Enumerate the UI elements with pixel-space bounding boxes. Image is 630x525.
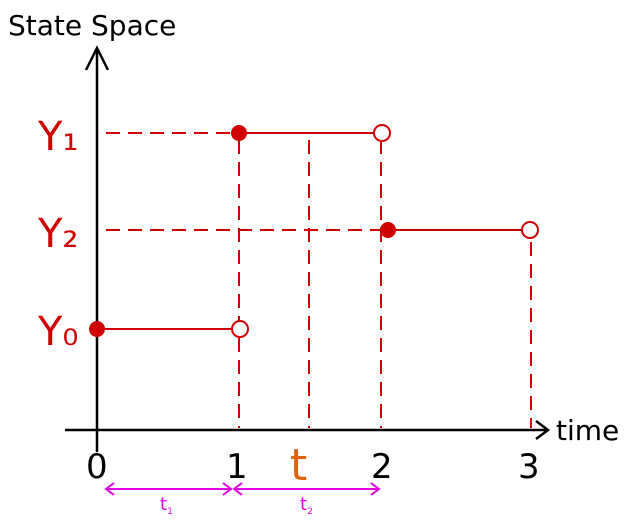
y-axis-arrowhead — [84, 45, 110, 71]
interval-label-t1: t1 — [160, 494, 173, 517]
interval-label-t1-main: t — [160, 494, 167, 515]
t-marker-label: t — [290, 440, 307, 491]
closed-dot-y0 — [89, 321, 105, 337]
x-tick-1: 1 — [226, 447, 248, 487]
interval-label-t1-sub: 1 — [167, 507, 173, 517]
state-label-y2: Y₂ — [37, 211, 78, 257]
open-dot-y0 — [231, 320, 249, 338]
x-axis-title: time — [556, 414, 619, 447]
open-dot-y1 — [373, 124, 391, 142]
state-label-y1: Y₁ — [37, 114, 78, 160]
interval-arrowhead-t2-left — [232, 482, 243, 496]
y-axis-title: State Space — [8, 9, 176, 42]
interval-label-t2-sub: 2 — [307, 507, 313, 517]
closed-dot-y1 — [231, 125, 247, 141]
closed-dot-y2 — [380, 222, 396, 238]
open-dot-y2 — [521, 221, 539, 239]
interval-label-t2: t2 — [300, 494, 313, 517]
x-tick-2: 2 — [371, 447, 393, 487]
interval-arrowhead-t1-right — [222, 482, 233, 496]
x-tick-3: 3 — [518, 447, 540, 487]
interval-arrowhead-t1-left — [104, 482, 115, 496]
interval-arrowhead-t2-right — [370, 482, 381, 496]
x-axis-arrowhead — [535, 420, 551, 440]
interval-label-t2-main: t — [300, 494, 307, 515]
x-tick-0: 0 — [86, 447, 108, 487]
state-label-y0: Y₀ — [37, 309, 78, 355]
